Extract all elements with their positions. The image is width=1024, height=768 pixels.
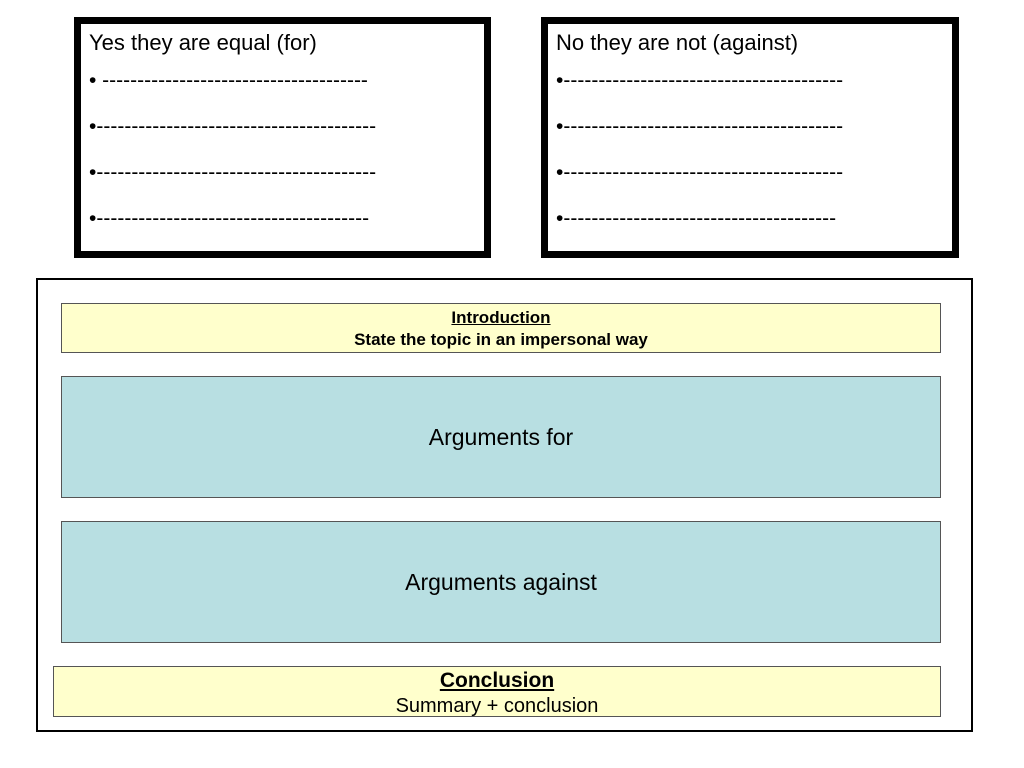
arguments-against-section: Arguments against bbox=[61, 521, 941, 643]
arguments-against-label: Arguments against bbox=[405, 568, 597, 595]
for-box: Yes they are equal (for) • -------------… bbox=[74, 17, 491, 258]
for-bullet-item: •---------------------------------------… bbox=[89, 115, 377, 138]
for-bullet-item: •---------------------------------------… bbox=[89, 161, 377, 184]
against-bullet-item: •--------------------------------------- bbox=[556, 207, 837, 230]
conclusion-text: Summary + conclusion bbox=[395, 695, 599, 717]
against-box: No they are not (against) •-------------… bbox=[541, 17, 959, 258]
against-bullet-item: •---------------------------------------… bbox=[556, 115, 844, 138]
against-bullet-item: •---------------------------------------… bbox=[556, 69, 844, 92]
introduction-heading: Introduction bbox=[451, 308, 551, 327]
for-bullet-item: • -------------------------------------- bbox=[89, 69, 368, 92]
essay-structure-frame: Introduction State the topic in an imper… bbox=[36, 278, 973, 732]
conclusion-section: Conclusion Summary + conclusion bbox=[53, 666, 941, 717]
against-box-title: No they are not (against) bbox=[556, 30, 799, 55]
arguments-for-section: Arguments for bbox=[61, 376, 941, 498]
introduction-text: State the topic in an impersonal way bbox=[354, 330, 648, 349]
introduction-section: Introduction State the topic in an imper… bbox=[61, 303, 941, 353]
for-bullet-list: • --------------------------------------… bbox=[89, 68, 476, 232]
against-bullet-item: •---------------------------------------… bbox=[556, 161, 844, 184]
arguments-for-label: Arguments for bbox=[428, 423, 574, 450]
conclusion-heading: Conclusion bbox=[439, 669, 555, 692]
against-bullet-list: •---------------------------------------… bbox=[556, 68, 944, 232]
for-box-title: Yes they are equal (for) bbox=[89, 30, 317, 55]
for-bullet-item: •--------------------------------------- bbox=[89, 207, 370, 230]
